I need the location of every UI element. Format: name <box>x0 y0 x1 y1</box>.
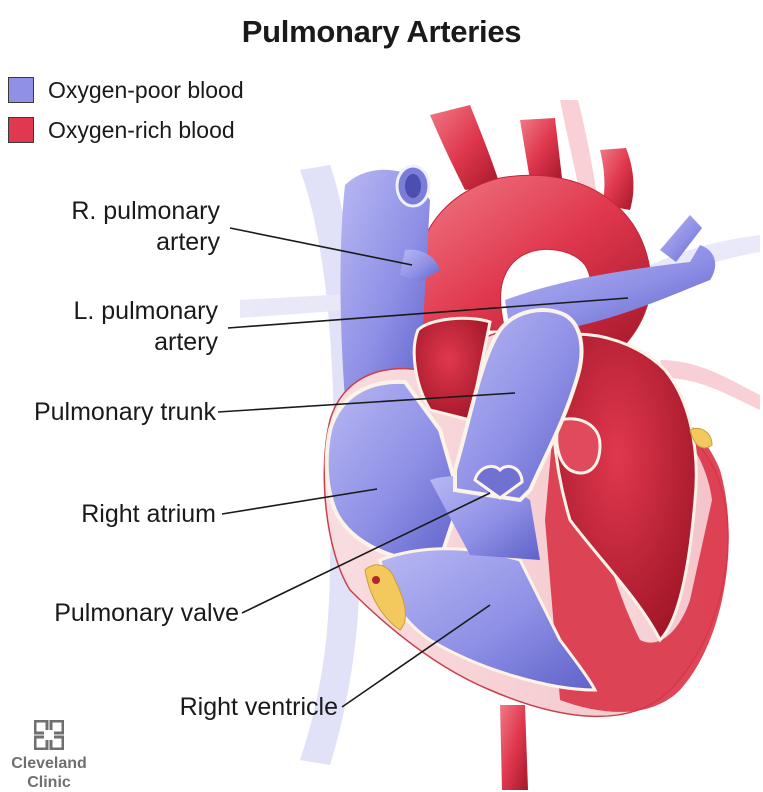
legend-label-oxygen-poor: Oxygen-poor blood <box>48 76 244 103</box>
legend-swatch-oxygen-rich <box>8 117 34 143</box>
left-pulmonary-artery <box>505 215 716 330</box>
descending-aorta <box>500 705 528 790</box>
leader-l-pulmonary-artery <box>227 297 629 329</box>
leader-pulmonary-trunk <box>217 392 516 413</box>
cleveland-clinic-logo: Cleveland Clinic <box>0 720 98 792</box>
superior-vena-cava <box>340 164 440 400</box>
label-right-atrium: Right atrium <box>81 500 216 528</box>
label-pulmonary-valve: Pulmonary valve <box>54 599 239 627</box>
leader-pulmonary-valve <box>241 492 491 614</box>
leader-lines <box>217 227 629 708</box>
leader-r-pulmonary-artery <box>229 227 413 266</box>
pulmonary-trunk <box>453 308 584 503</box>
legend-item-oxygen-rich: Oxygen-rich blood <box>8 116 235 144</box>
legend-swatch-oxygen-poor <box>8 77 34 103</box>
cleveland-clinic-mark-icon <box>34 720 64 750</box>
label-l-pulmonary-artery: L. pulmonary artery <box>73 297 218 356</box>
leader-right-ventricle <box>341 604 491 708</box>
diagram-title: Pulmonary Arteries <box>241 14 522 49</box>
label-right-ventricle: Right ventricle <box>179 693 338 721</box>
logo-text-line1: Cleveland <box>11 755 87 772</box>
label-pulmonary-trunk: Pulmonary trunk <box>33 398 216 426</box>
logo-text-line2: Clinic <box>27 774 71 791</box>
legend-label-oxygen-rich: Oxygen-rich blood <box>48 116 235 143</box>
legend-item-oxygen-poor: Oxygen-poor blood <box>8 76 244 104</box>
label-r-pulmonary-artery: R. pulmonary artery <box>71 197 220 256</box>
coronary-fat <box>364 427 713 631</box>
left-heart-chambers <box>412 316 698 643</box>
leader-right-atrium <box>221 488 378 515</box>
